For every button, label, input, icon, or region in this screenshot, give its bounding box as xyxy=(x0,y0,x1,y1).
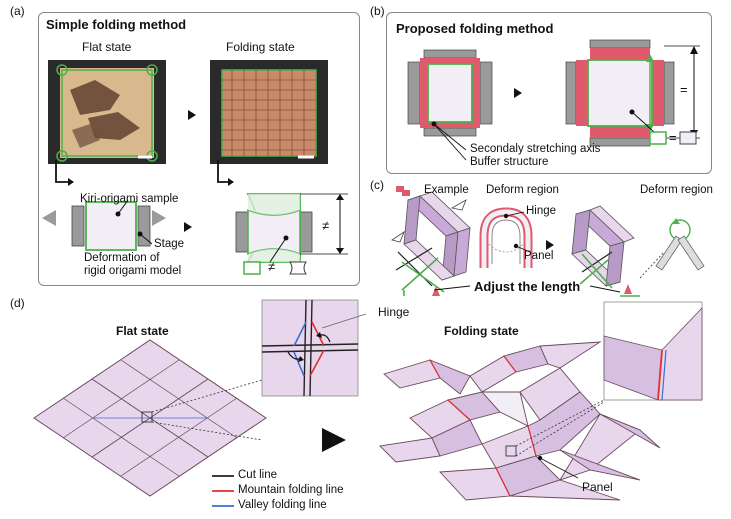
panel-a-tag: (a) xyxy=(10,4,25,18)
flat-state-title: Flat state xyxy=(116,324,169,338)
deformation-label-2: rigid origami model xyxy=(84,265,182,277)
panel-c-tag: (c) xyxy=(370,178,384,192)
legend-mountain-line: Mountain folding line xyxy=(238,484,344,496)
legend-valley-line: Valley folding line xyxy=(238,499,327,511)
neq-symbol-legend: ≠ xyxy=(268,259,276,274)
eq-symbol-legend: = xyxy=(669,130,677,145)
deform-region-label-left: Deform region xyxy=(486,184,559,196)
example-module xyxy=(403,191,471,281)
folding-state-photo xyxy=(210,60,328,164)
panel-b-title: Proposed folding method xyxy=(396,21,554,36)
panel-label-c: Panel xyxy=(524,250,554,262)
sample-label: Kiri-origami sample xyxy=(80,193,179,205)
simple-model-folded xyxy=(235,193,348,275)
legend-cut-line: Cut line xyxy=(238,469,277,481)
flat-state-photo xyxy=(48,60,166,164)
deform-region-label-right: Deform region xyxy=(640,184,713,196)
secondary-axis-label: Secondaly stretching axis xyxy=(470,143,601,155)
eq-symbol-vertical: = xyxy=(680,82,688,97)
folding-state-title: Folding state xyxy=(444,324,519,338)
legend-lines xyxy=(212,475,234,507)
adjusted-module xyxy=(571,205,635,287)
hinge-label-d: Hinge xyxy=(378,305,410,319)
adjust-length-label: Adjust the length xyxy=(474,279,581,294)
stage-label: Stage xyxy=(154,238,185,250)
folded-structure xyxy=(379,341,661,501)
panel-a-title: Simple folding method xyxy=(46,17,187,32)
example-label: Example xyxy=(424,184,469,196)
proposed-model-folded xyxy=(565,39,700,147)
folding-zoom-inset xyxy=(603,301,703,401)
flat-sheet xyxy=(33,339,267,497)
panel-b-tag: (b) xyxy=(370,4,385,18)
panel-d-tag: (d) xyxy=(10,296,25,310)
panel-label-d: Panel xyxy=(582,480,613,494)
deformation-label-1: Deformation of xyxy=(84,252,160,264)
panel-a-flat-label: Flat state xyxy=(82,40,132,54)
panel-a-folding-label: Folding state xyxy=(226,40,295,54)
neq-symbol-vertical: ≠ xyxy=(322,218,330,233)
deform-region-sketch xyxy=(479,207,533,268)
hinge-label-c: Hinge xyxy=(526,205,557,217)
proposed-model-flat xyxy=(407,49,493,161)
flat-zoom-inset xyxy=(261,299,367,397)
simple-model-flat xyxy=(42,199,166,251)
hinge-sketch xyxy=(639,218,705,279)
buffer-structure-label: Buffer structure xyxy=(470,156,549,168)
